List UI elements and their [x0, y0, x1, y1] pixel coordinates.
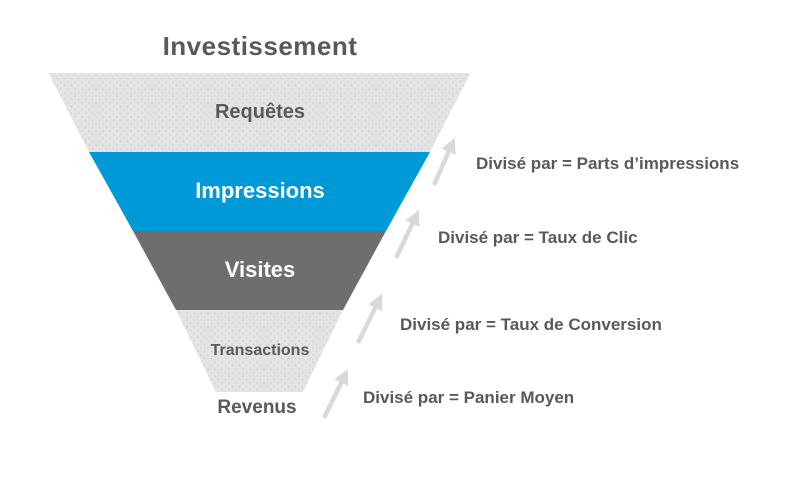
- diagram-title: Investissement: [162, 31, 358, 61]
- funnel-stage-shape-impressions: [89, 152, 430, 231]
- funnel-stage-shape-visites: [133, 231, 386, 310]
- dot-texture: [48, 73, 471, 152]
- dot-texture: [176, 310, 343, 392]
- annotation-taux-de-conversion: Divisé par = Taux de Conversion: [400, 315, 662, 334]
- arrow-up-icon: [355, 293, 383, 344]
- arrow-up-icon: [393, 209, 420, 259]
- annotation-taux-de-clic: Divisé par = Taux de Clic: [438, 228, 638, 247]
- annotation-panier-moyen: Divisé par = Panier Moyen: [363, 388, 575, 407]
- funnel-stage-label-requetes: Requêtes: [214, 101, 306, 123]
- funnel-stage-label-visites: Visites: [224, 257, 296, 282]
- funnel-stage-label-impressions: Impressions: [195, 178, 325, 203]
- arrow-up-icon: [321, 368, 349, 419]
- funnel-base-label-revenus: Revenus: [217, 397, 297, 418]
- funnel-stage-label-transactions: Transactions: [210, 342, 310, 359]
- annotation-parts-impressions: Divisé par = Parts d’impressions: [476, 154, 740, 173]
- arrow-up-icon: [431, 137, 456, 186]
